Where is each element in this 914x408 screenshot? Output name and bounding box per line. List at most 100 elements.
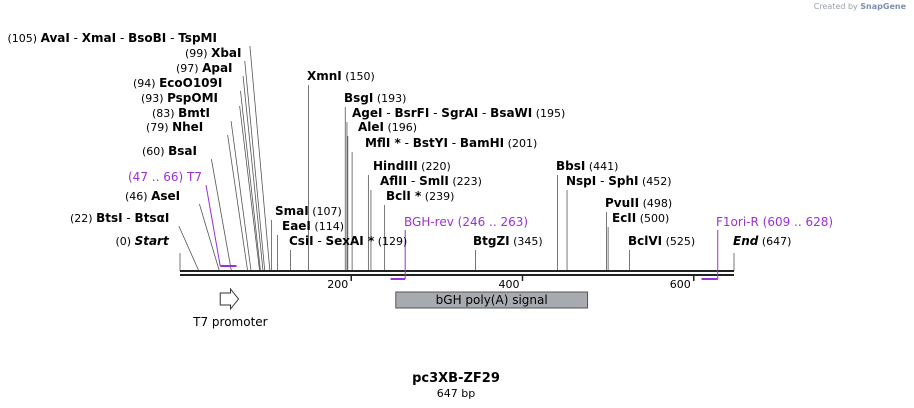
enzyme-name: BclVI: [628, 234, 662, 248]
enzyme-name: BsaI: [168, 144, 197, 158]
enzyme-name: SmlI: [419, 174, 449, 188]
svg-text:XmnI (150): XmnI (150): [307, 69, 375, 83]
site-position: (83): [152, 107, 178, 120]
site-position: (647): [758, 235, 791, 248]
site-position: (150): [342, 70, 375, 83]
site-label-nhei: (79) NheI: [146, 120, 203, 134]
svg-text:SmaI (107): SmaI (107): [275, 204, 342, 218]
ruler-tick-label: 600: [670, 278, 691, 291]
primer-bgh-rev: BGH-rev (246 .. 263): [390, 215, 528, 280]
svg-text:BbsI (441): BbsI (441): [556, 159, 618, 173]
site-leader: [199, 203, 220, 272]
svg-text:BclVI (525): BclVI (525): [628, 234, 695, 248]
site-label-end: End (647): [733, 234, 791, 248]
enzyme-name: AvaI: [41, 31, 70, 45]
site-position: (201): [504, 137, 537, 150]
site-position: (114): [311, 220, 344, 233]
enzyme-name: XmnI: [307, 69, 342, 83]
site-label-apai: (97) ApaI: [176, 61, 233, 75]
enzyme-name: AleI: [358, 120, 384, 134]
site-separator: -: [116, 31, 128, 45]
enzyme-name: BtsI: [96, 211, 123, 225]
enzyme-name: PvuII: [605, 196, 639, 210]
site-label-asei: (46) AseI: [125, 189, 180, 203]
site-position: (94): [133, 77, 159, 90]
enzyme-name: Start: [135, 234, 170, 248]
feature-box: [395, 291, 589, 309]
site-label-hindiii: HindIII (220): [373, 159, 451, 173]
site-position: (107): [309, 205, 342, 218]
site-label-mfli-bstyi-bamhi: MflI * - BstYI - BamHI (201): [365, 136, 537, 150]
enzyme-name: BtsαI: [135, 211, 170, 225]
site-label-xmni: XmnI (150): [307, 69, 375, 83]
enzyme-name: BsaWI: [490, 106, 532, 120]
enzyme-name: CsiI: [289, 234, 314, 248]
map-length: 647 bp: [437, 387, 475, 400]
svg-text:(22) BtsI - BtsαI: (22) BtsI - BtsαI: [70, 211, 169, 225]
promoter-arrow: [219, 287, 240, 311]
site-label-xbai: (99) XbaI: [185, 46, 241, 60]
primer-name: F1ori-R: [716, 215, 763, 229]
svg-text:(60) BsaI: (60) BsaI: [142, 144, 197, 158]
site-position: (60): [142, 145, 168, 158]
site-position: (105): [8, 32, 41, 45]
site-position: (500): [636, 212, 669, 225]
site-position: (223): [449, 175, 482, 188]
ruler-tick-label: 400: [499, 278, 520, 291]
credit-brand: SnapGene: [860, 2, 906, 11]
site-position: (22): [70, 212, 96, 225]
site-label-bsgi: BsgI (193): [344, 91, 406, 105]
primer-leader: [205, 184, 221, 267]
feature-bgh-poly-a-signal: bGH poly(A) signal: [395, 291, 589, 309]
primer-t7: (47 .. 66) T7: [128, 170, 237, 267]
svg-text:(46) AseI: (46) AseI: [125, 189, 180, 203]
site-position: (452): [638, 175, 671, 188]
site-separator: -: [166, 31, 178, 45]
site-separator: -: [596, 174, 608, 188]
site-position: (196): [384, 121, 417, 134]
site-separator: -: [123, 211, 135, 225]
site-position: (195): [532, 107, 565, 120]
enzyme-name: EcII: [612, 211, 636, 225]
site-separator: -: [314, 234, 326, 248]
site-separator: -: [401, 136, 413, 150]
svg-text:EaeI (114): EaeI (114): [282, 219, 344, 233]
enzyme-name: ApaI: [202, 61, 232, 75]
svg-text:BsgI (193): BsgI (193): [344, 91, 406, 105]
site-position: (129): [374, 235, 407, 248]
enzyme-name: HindIII: [373, 159, 418, 173]
enzyme-name: BsgI: [344, 91, 373, 105]
site-position: (46): [125, 190, 151, 203]
site-label-alei: AleI (196): [358, 120, 417, 134]
enzyme-name: PspOMI: [167, 91, 218, 105]
svg-text:(99) XbaI: (99) XbaI: [185, 46, 241, 60]
enzyme-name: BsrFI: [394, 106, 429, 120]
svg-text:BGH-rev (246 .. 263): BGH-rev (246 .. 263): [404, 215, 528, 229]
svg-text:BclI * (239): BclI * (239): [386, 189, 454, 203]
primer-name: BGH-rev: [404, 215, 458, 229]
enzyme-name: MflI *: [365, 136, 401, 150]
svg-text:(97) ApaI: (97) ApaI: [176, 61, 233, 75]
enzyme-name: XbaI: [211, 46, 241, 60]
site-separator: -: [407, 174, 419, 188]
svg-text:(83) BmtI: (83) BmtI: [152, 106, 210, 120]
primer-range: (246 .. 263): [458, 215, 528, 229]
svg-text:(105) AvaI - XmaI - BsoBI: (105) AvaI - XmaI - BsoBI - TspMI: [8, 31, 217, 45]
primer-name: T7: [186, 170, 202, 184]
svg-text:HindIII (220): HindIII (220): [373, 159, 451, 173]
enzyme-name: BclI *: [386, 189, 422, 203]
site-leader: [239, 105, 261, 272]
svg-text:(93) PspOMI: (93) PspOMI: [141, 91, 218, 105]
site-label-pspomi: (93) PspOMI: [141, 91, 218, 105]
site-leader: [230, 120, 252, 272]
site-leader: [240, 90, 261, 272]
enzyme-name: XmaI: [82, 31, 116, 45]
enzyme-name: EcoO109I: [159, 76, 222, 90]
site-label-bsai: (60) BsaI: [142, 144, 197, 158]
site-label-csii-sexai: CsiI - SexAI * (129): [289, 234, 407, 248]
site-label-aflii-smli: AflII - SmlI (223): [380, 174, 482, 188]
site-position: (345): [510, 235, 543, 248]
site-position: (0): [116, 235, 135, 248]
site-label-bclvi: BclVI (525): [628, 234, 695, 248]
svg-text:AleI (196): AleI (196): [358, 120, 417, 134]
